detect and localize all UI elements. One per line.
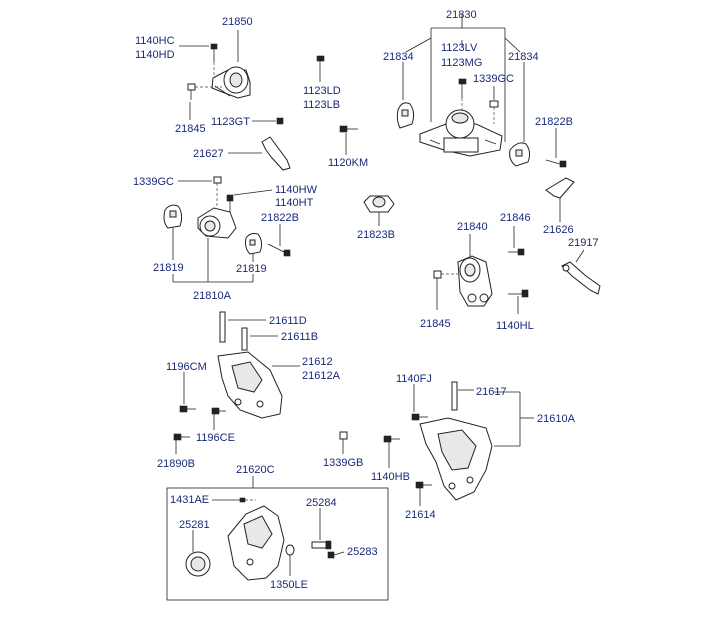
bolt-1140hc bbox=[210, 43, 218, 78]
label-21810a: 21810A bbox=[193, 290, 232, 302]
label-21850: 21850 bbox=[222, 16, 253, 28]
insulator-21834-left bbox=[396, 102, 415, 129]
label-21610a: 21610A bbox=[537, 413, 576, 425]
bolt-1196ce bbox=[211, 407, 226, 430]
label-1120km: 1120KM bbox=[328, 157, 368, 169]
bolt-1196cm bbox=[179, 372, 196, 413]
bolt-1431ae bbox=[212, 497, 256, 503]
label-1140hb: 1140HB bbox=[371, 471, 410, 483]
bolt-21846 bbox=[508, 226, 525, 256]
label-21611b: 21611B bbox=[281, 331, 318, 343]
nut-21845-right bbox=[433, 270, 458, 310]
label-21822b-left: 21822B bbox=[261, 212, 299, 224]
insulator-21819-right bbox=[245, 233, 263, 262]
label-21917: 21917 bbox=[568, 237, 599, 249]
label-21890b: 21890B bbox=[157, 458, 195, 470]
bracket-21823b bbox=[363, 195, 395, 226]
label-21617: 21617 bbox=[476, 386, 507, 398]
bolt-21614 bbox=[415, 481, 432, 506]
label-21845-top: 21845 bbox=[175, 123, 206, 135]
label-1196cm: 1196CM bbox=[166, 361, 207, 373]
bolt-21890b bbox=[173, 433, 190, 454]
label-1339gc-mid: 1339GC bbox=[133, 176, 174, 188]
pulley-25281 bbox=[185, 530, 211, 577]
bolt-1140fj bbox=[411, 384, 428, 421]
label-1123ld: 1123LD bbox=[303, 85, 341, 97]
bolt-21822b-right bbox=[545, 128, 567, 168]
nut-1339gc-top bbox=[489, 86, 499, 124]
mount-21840 bbox=[457, 234, 493, 307]
mount-21830 bbox=[419, 109, 503, 157]
label-1140hw: 1140HW bbox=[275, 184, 318, 196]
insulator-21819-left bbox=[163, 204, 183, 260]
label-1339gb: 1339GB bbox=[323, 457, 363, 469]
stud-21611b bbox=[241, 327, 278, 351]
bracket-21626 bbox=[545, 177, 575, 222]
label-1140fj: 1140FJ bbox=[396, 373, 432, 385]
label-21846: 21846 bbox=[500, 212, 531, 224]
label-1140hl: 1140HL bbox=[496, 320, 534, 332]
label-21620c: 21620C bbox=[236, 464, 275, 476]
bolt-1123gt bbox=[252, 117, 284, 125]
bracket-21627 bbox=[228, 136, 291, 171]
bracket-21612 bbox=[217, 351, 300, 419]
label-21834-left: 21834 bbox=[383, 51, 414, 63]
label-1431ae: 1431AE bbox=[170, 494, 209, 506]
label-21819-right: 21819 bbox=[236, 263, 267, 275]
nut-21845-top bbox=[187, 83, 222, 100]
label-21614: 21614 bbox=[405, 509, 436, 521]
nut-1339gc-mid bbox=[178, 176, 222, 208]
bracket-21610a bbox=[419, 417, 493, 501]
bolt-1140hb bbox=[383, 435, 400, 468]
engine-mount-21850 bbox=[211, 66, 251, 99]
label-21612a: 21612A bbox=[302, 370, 341, 382]
stud-21617 bbox=[451, 381, 474, 411]
mount-21810a bbox=[197, 207, 237, 282]
label-1350le: 1350LE bbox=[270, 579, 308, 591]
bracket-21917 bbox=[561, 249, 601, 295]
label-1140hc: 1140HC bbox=[135, 35, 175, 47]
label-21822b-right: 21822B bbox=[535, 116, 573, 128]
label-21819-left: 21819 bbox=[153, 262, 184, 274]
label-21626: 21626 bbox=[543, 224, 574, 236]
bolt-1120km bbox=[339, 125, 358, 155]
stud-21611d bbox=[219, 311, 266, 343]
label-1196ce: 1196CE bbox=[196, 432, 235, 444]
label-21823b: 21823B bbox=[357, 229, 395, 241]
assembly-box-21620c bbox=[166, 487, 389, 601]
label-21834-right: 21834 bbox=[508, 51, 539, 63]
label-1123gt: 1123GT bbox=[211, 116, 250, 128]
label-1140ht: 1140HT bbox=[275, 197, 314, 209]
label-1123mg: 1123MG bbox=[441, 57, 482, 69]
bolt-1123lv bbox=[458, 78, 467, 110]
label-21627: 21627 bbox=[193, 148, 224, 160]
label-21830: 21830 bbox=[446, 9, 477, 21]
nut-1339gb bbox=[339, 431, 348, 454]
washer-1350le bbox=[285, 544, 295, 576]
label-1123lv: 1123LV bbox=[441, 42, 478, 54]
bracket-21620c bbox=[227, 505, 285, 581]
label-25281: 25281 bbox=[179, 519, 210, 531]
insulator-21834-right bbox=[509, 142, 531, 167]
label-21611d: 21611D bbox=[269, 315, 307, 327]
label-1140hd: 1140HD bbox=[135, 49, 175, 61]
bolt-1123ld bbox=[316, 55, 325, 82]
nut-25283 bbox=[327, 551, 345, 559]
bolt-21822b-left bbox=[267, 224, 291, 257]
bolt-1140hl bbox=[508, 289, 529, 314]
label-25283: 25283 bbox=[347, 546, 378, 558]
label-1339gc-top: 1339GC bbox=[473, 73, 514, 85]
label-25284: 25284 bbox=[306, 497, 337, 509]
bolt-25284 bbox=[311, 508, 332, 550]
label-21845-right: 21845 bbox=[420, 318, 451, 330]
label-21840: 21840 bbox=[457, 221, 488, 233]
part-labels: 21850 1140HC 1140HD 21845 1123GT 21627 1… bbox=[133, 9, 599, 591]
label-1123lb: 1123LB bbox=[303, 99, 340, 111]
label-21612: 21612 bbox=[302, 356, 333, 368]
